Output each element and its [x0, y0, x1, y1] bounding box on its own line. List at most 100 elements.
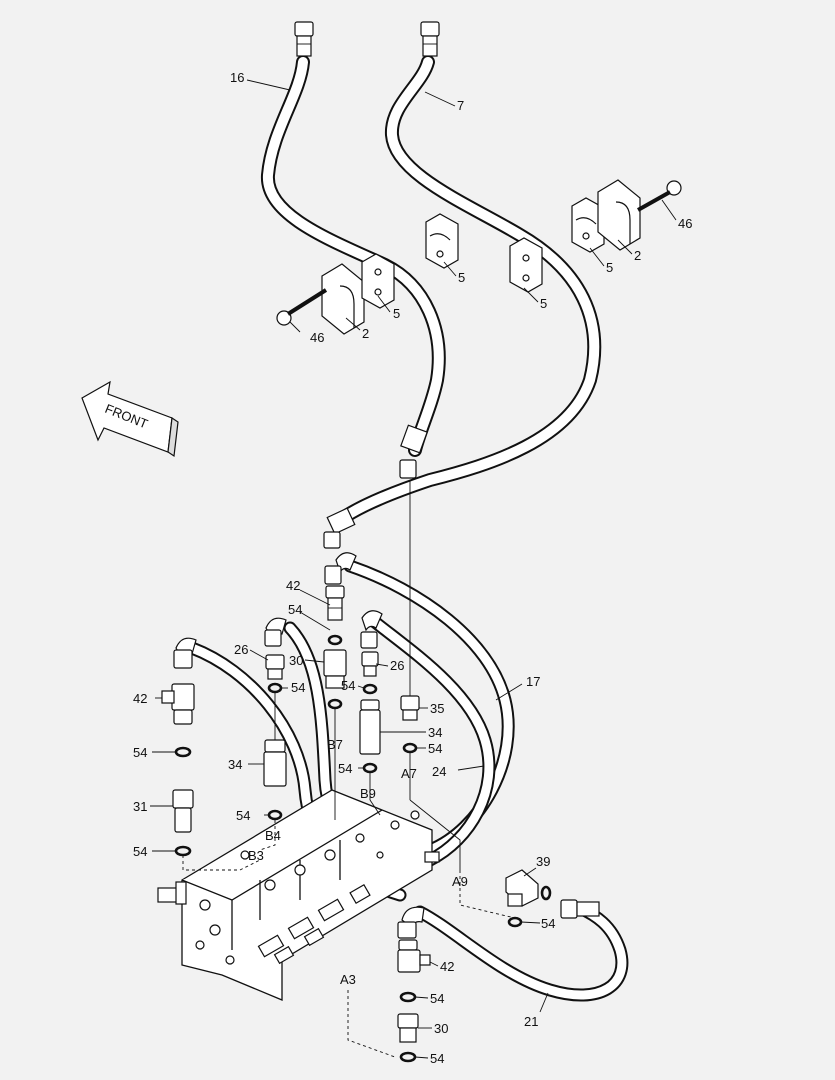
- callout-30-upper: 30: [289, 653, 303, 668]
- callout-26-left: 26: [234, 642, 248, 657]
- clamp-2-right: [597, 179, 641, 251]
- port-b4: B4: [265, 828, 281, 843]
- port-labels: B7 A7 B9 B4 B3 A9 A3: [248, 737, 468, 987]
- elbow-39: [505, 869, 539, 907]
- callout-17: 17: [526, 674, 540, 689]
- adapter-35: [400, 695, 420, 721]
- callout-54-e-col-1: 54: [428, 741, 442, 756]
- o-ring-54-left-2: [174, 845, 192, 857]
- callout-46-left: 46: [310, 330, 324, 345]
- callout-labels: 16 7 46 2 5 5 46 5 2 5 42 54 26 30 54 26…: [133, 70, 692, 1066]
- tee-42-upper: [325, 585, 345, 621]
- fitting-7-bottom: [323, 507, 356, 549]
- callout-30-lower: 30: [434, 1021, 448, 1036]
- hose-7: [339, 55, 602, 523]
- callout-54-b-col-1: 54: [291, 680, 305, 695]
- bolt-46-right: [637, 180, 682, 212]
- fitting-17-elbow: [324, 552, 357, 585]
- callout-54-b-col-2: 54: [236, 808, 250, 823]
- hose-21: [413, 901, 629, 1002]
- tee-42-left: [161, 683, 195, 725]
- callout-5-right-b: 5: [606, 260, 613, 275]
- o-ring-54-lower-1: [399, 991, 417, 1003]
- port-a9: A9: [452, 874, 468, 889]
- o-ring-54-e-col-1: [402, 742, 418, 754]
- callout-54-elbow-39: 54: [541, 916, 555, 931]
- o-ring-54-d-col-1: [362, 683, 378, 695]
- callout-34-right: 34: [428, 725, 442, 740]
- callout-5-left-b: 5: [458, 270, 465, 285]
- o-ring-54-b-col-2: [267, 809, 283, 821]
- tee-42-lower: [397, 939, 431, 973]
- callout-7: 7: [457, 98, 464, 113]
- port-line-a9: [459, 870, 516, 919]
- o-ring-54-lower-2: [399, 1051, 417, 1063]
- port-b7: B7: [327, 737, 343, 752]
- callout-2-right: 2: [634, 248, 641, 263]
- extension-34-right: [359, 699, 381, 755]
- o-ring-54-c-col-2: [327, 698, 343, 710]
- extension-34-left: [263, 739, 287, 787]
- bolt-46-left: [276, 288, 328, 326]
- clamp-5-left-a: [361, 253, 395, 309]
- callout-5-right-a: 5: [540, 296, 547, 311]
- callout-42-lower: 42: [440, 959, 454, 974]
- port-b9: B9: [360, 786, 376, 801]
- port-line-a9-upper: [409, 799, 461, 870]
- adapter-26-left: [265, 654, 285, 680]
- o-ring-54-c-col-1: [327, 634, 343, 646]
- front-arrow: FRONT: [81, 380, 179, 458]
- callout-5-left-a: 5: [393, 306, 400, 321]
- control-valve: [157, 789, 440, 1001]
- clamp-2-left: [321, 263, 365, 335]
- port-a3: A3: [340, 972, 356, 987]
- port-a7: A7: [401, 766, 417, 781]
- fitting-21-end: [560, 899, 600, 919]
- fitting-24-elbow: [360, 610, 383, 649]
- fitting-21-elbow: [397, 906, 425, 939]
- fitting-left-a-elbow: [173, 637, 197, 669]
- callout-54-upper: 54: [288, 602, 302, 617]
- fitting-16-top: [294, 21, 314, 57]
- callout-54-d-col-1: 54: [341, 678, 355, 693]
- adapter-26-right: [361, 651, 379, 677]
- callout-42-left: 42: [133, 691, 147, 706]
- fitting-16-bottom: [399, 424, 428, 479]
- callout-54-left-2: 54: [133, 844, 147, 859]
- fitting-7-top: [420, 21, 440, 57]
- o-ring-54-elbow-39: [507, 916, 523, 928]
- clamp-5-right-b: [571, 197, 605, 253]
- callout-39: 39: [536, 854, 550, 869]
- port-line-b4: [259, 820, 276, 851]
- o-ring-54-b-col-1: [267, 682, 283, 694]
- callout-46-right: 46: [678, 216, 692, 231]
- callout-42-upper: 42: [286, 578, 300, 593]
- clamp-5-left-b: [425, 213, 459, 269]
- callout-26-right: 26: [390, 658, 404, 673]
- callout-24: 24: [432, 764, 446, 779]
- port-line-a3: [347, 990, 396, 1058]
- port-line-b3: [182, 855, 261, 871]
- callout-34-left: 34: [228, 757, 242, 772]
- port-line-b9-link: [369, 799, 381, 816]
- callout-54-left-1: 54: [133, 745, 147, 760]
- callout-54-lower-1: 54: [430, 991, 444, 1006]
- adapter-31: [172, 789, 194, 833]
- hose-16: [260, 55, 446, 457]
- fitting-left-b-elbow: [264, 617, 287, 647]
- adapter-30-upper: [323, 649, 347, 689]
- adapter-30-lower: [397, 1013, 419, 1043]
- callout-16: 16: [230, 70, 244, 85]
- o-ring-54-elbow-39-side: [540, 885, 552, 901]
- callout-21: 21: [524, 1014, 538, 1029]
- callout-31: 31: [133, 799, 147, 814]
- callout-2-left: 2: [362, 326, 369, 341]
- o-ring-54-left-1: [174, 746, 192, 758]
- callout-leaders: [150, 79, 677, 1059]
- callout-54-lower-2: 54: [430, 1051, 444, 1066]
- port-b3: B3: [248, 848, 264, 863]
- callout-54-d-col-2: 54: [338, 761, 352, 776]
- o-ring-54-d-col-2: [362, 762, 378, 774]
- callout-35: 35: [430, 701, 444, 716]
